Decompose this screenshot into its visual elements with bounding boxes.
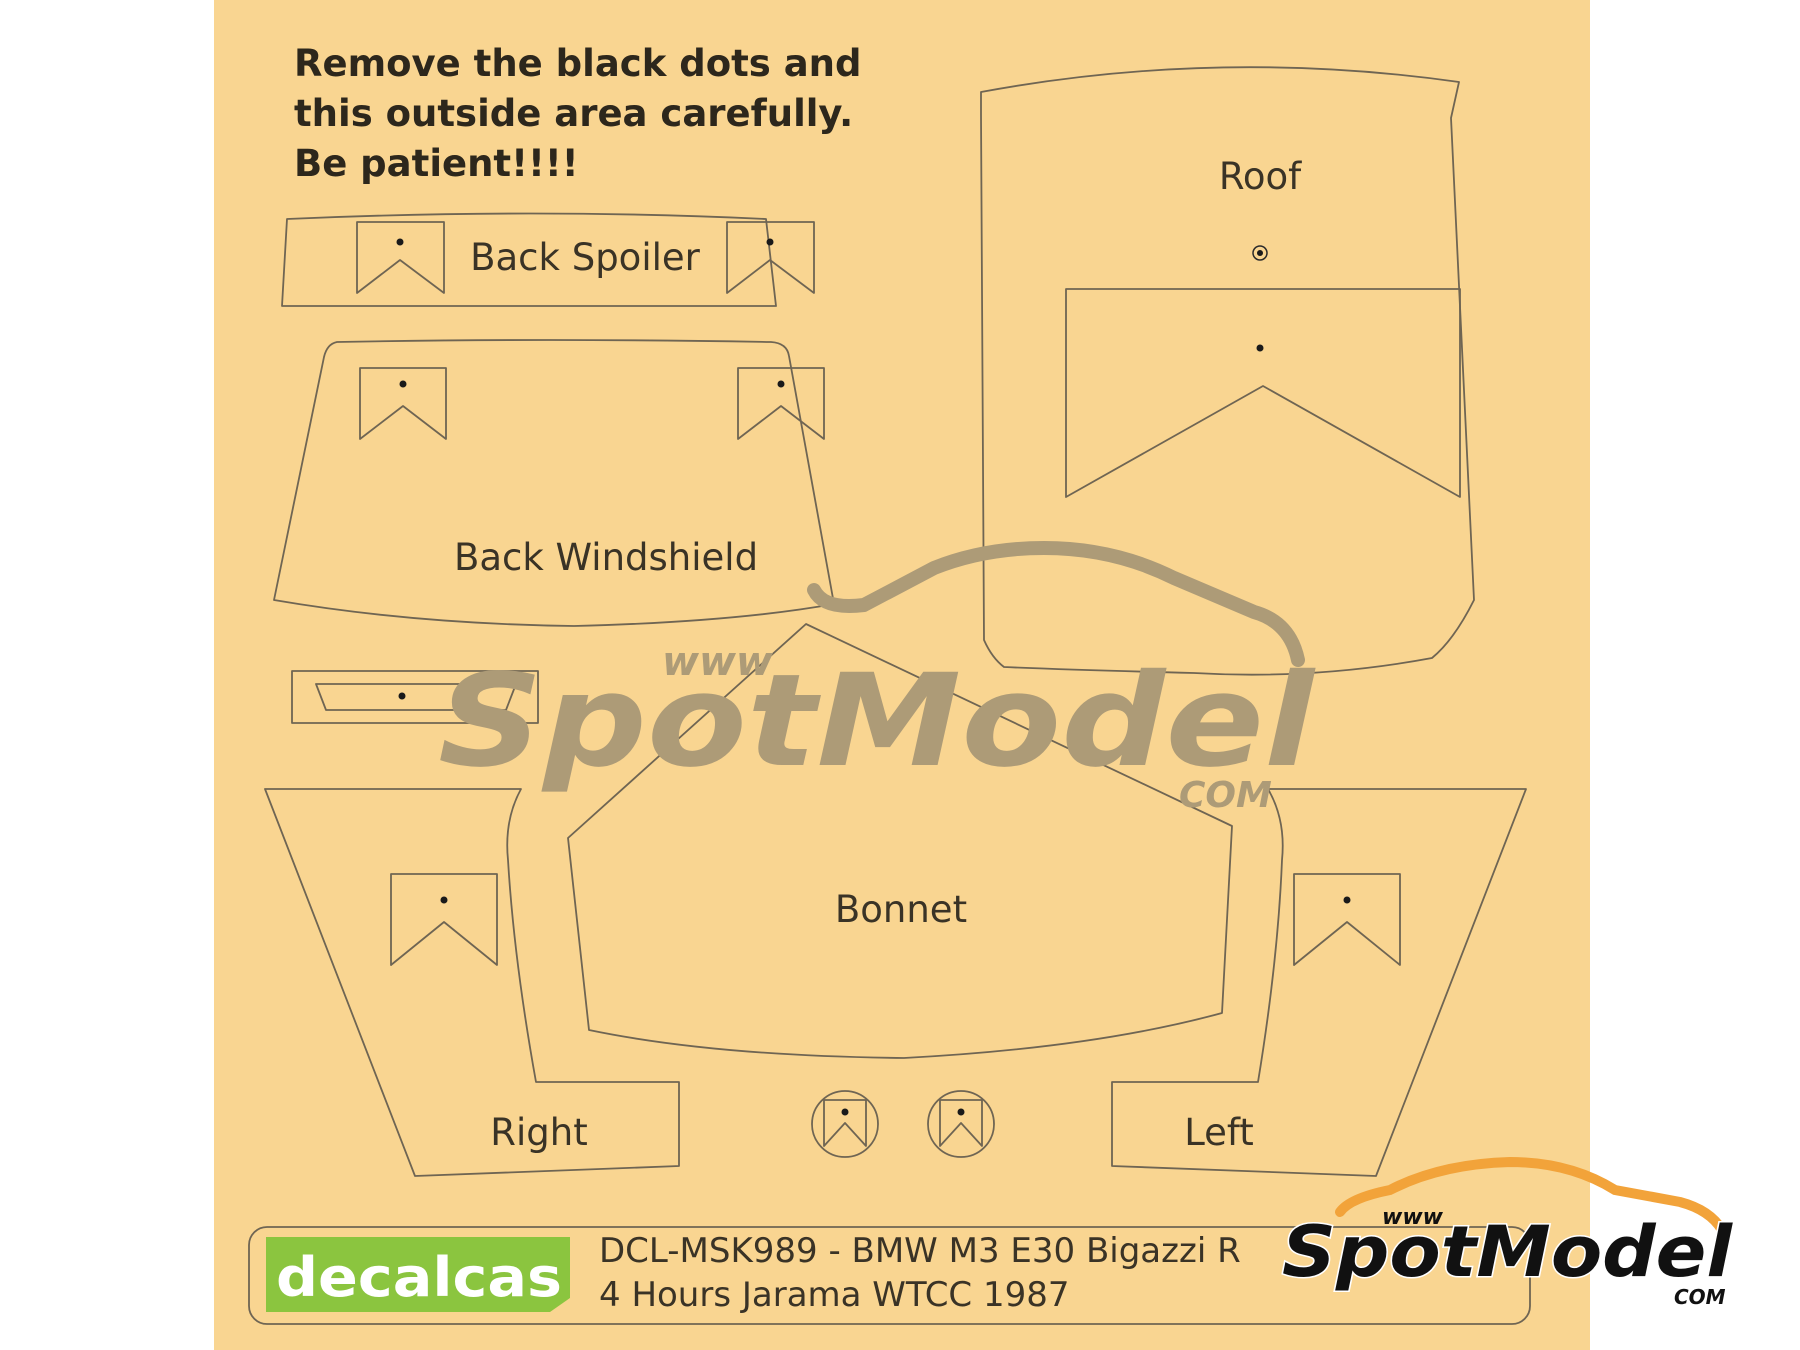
label-back-windshield: Back Windshield — [454, 536, 758, 579]
label-right: Right — [490, 1111, 587, 1154]
tab-notch — [359, 367, 447, 440]
tab-notch — [1065, 288, 1461, 498]
watermark-www: www — [662, 639, 774, 685]
piece-left: Left — [1111, 788, 1527, 1177]
tab-notch — [737, 367, 825, 440]
piece-right: Right — [264, 788, 680, 1177]
car-silhouette-icon — [807, 540, 1305, 667]
label-roof: Roof — [1219, 155, 1302, 198]
tab-notch — [1293, 873, 1401, 966]
watermark-center: www SpotModel COM — [438, 540, 1316, 816]
watermark-com: COM — [1179, 775, 1272, 816]
car-silhouette-icon — [1335, 1156, 1727, 1235]
instruction-line-1: Remove the black dots and — [294, 42, 862, 85]
logo-com: COM — [1674, 1285, 1726, 1309]
round-tabs — [811, 1090, 995, 1158]
footer: decalcas DCL-MSK989 - BMW M3 E30 Bigazzi… — [248, 1226, 1531, 1325]
footer-line-2: 4 Hours Jarama WTCC 1987 — [599, 1275, 1070, 1315]
tab-notch — [390, 873, 498, 966]
tab-notch — [356, 221, 445, 294]
piece-small-strip — [291, 670, 539, 724]
label-left: Left — [1184, 1111, 1254, 1154]
logo-www: www — [1382, 1205, 1444, 1230]
instructions: Remove the black dots and this outside a… — [294, 42, 862, 185]
label-back-spoiler: Back Spoiler — [470, 236, 701, 279]
piece-roof: Roof — [980, 66, 1475, 676]
spotmodel-logo: www SpotModel COM — [1281, 1156, 1735, 1309]
logo-name: SpotModel — [1282, 1211, 1733, 1293]
mask-sheet-artwork: Remove the black dots and this outside a… — [214, 0, 1590, 1350]
label-bonnet: Bonnet — [835, 888, 967, 931]
watermark-name: SpotModel — [438, 647, 1316, 796]
piece-back-windshield: Back Windshield — [273, 339, 835, 627]
piece-bonnet: Bonnet — [567, 623, 1233, 1059]
instruction-line-3: Be patient!!!! — [294, 142, 579, 185]
tab-notch — [726, 221, 815, 294]
piece-back-spoiler: Back Spoiler — [281, 212, 815, 307]
instruction-line-2: this outside area carefully. — [294, 92, 853, 135]
mask-sheet: Remove the black dots and this outside a… — [214, 0, 1590, 1350]
footer-line-1: DCL-MSK989 - BMW M3 E30 Bigazzi R — [599, 1231, 1241, 1271]
decalcas-logo-text: decalcas — [276, 1246, 562, 1309]
decalcas-logo — [266, 1237, 570, 1312]
